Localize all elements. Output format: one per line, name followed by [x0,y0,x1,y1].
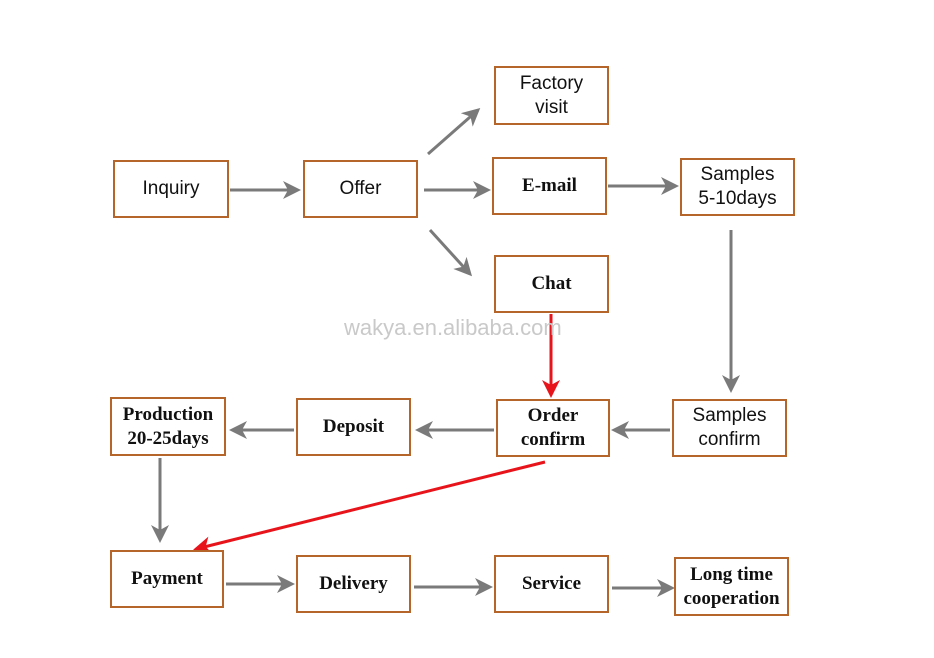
watermark-text: wakya.en.alibaba.com [344,315,562,340]
node-delivery: Delivery [296,555,411,613]
node-order-confirm: Order confirm [496,399,610,457]
node-factory-visit: Factory visit [494,66,609,125]
arrow-offer-chat [428,228,473,277]
arrow-offer-factory [427,108,481,156]
node-chat: Chat [494,255,609,313]
node-email: E-mail [492,157,607,215]
node-inquiry: Inquiry [113,160,229,218]
arrow-order-payment [193,460,546,555]
node-production: Production 20-25days [110,397,226,456]
node-long-time-cooperation: Long time cooperation [674,557,789,616]
node-deposit: Deposit [296,398,411,456]
node-samples-confirm: Samples confirm [672,399,787,457]
node-offer: Offer [303,160,418,218]
node-payment: Payment [110,550,224,608]
node-service: Service [494,555,609,613]
node-samples-days: Samples 5-10days [680,158,795,216]
